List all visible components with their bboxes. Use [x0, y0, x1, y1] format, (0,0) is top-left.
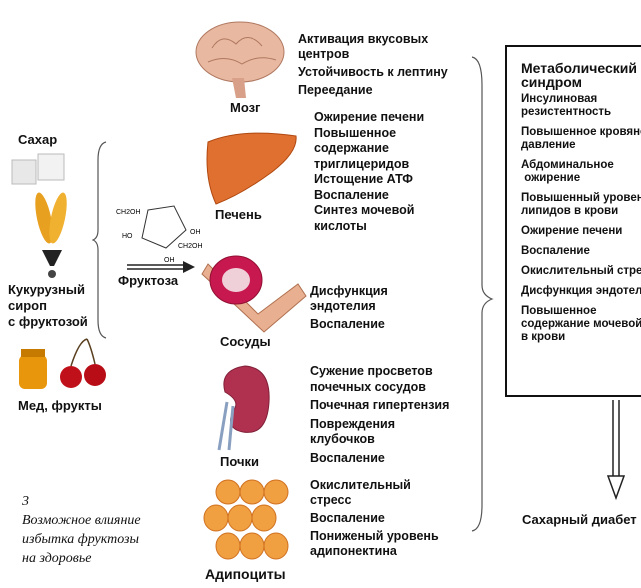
svg-text:CH2OH: CH2OH: [178, 243, 203, 250]
liver-effect: Истощение АТФ: [314, 172, 413, 186]
adipocytes-effect: Пониженый уровень: [310, 529, 439, 543]
kidney-effect: Почечная гипертензия: [310, 398, 450, 412]
vessels-effect: эндотелия: [310, 299, 376, 313]
syndrome-item: Абдоминальное ожирение: [521, 159, 614, 184]
corn-syrup-label-2: сироп: [8, 298, 47, 313]
syndrome-title-2: синдром: [521, 74, 583, 90]
svg-text:OH: OH: [190, 229, 201, 236]
diabetes-label: Сахарный диабет: [522, 512, 637, 527]
adipocytes-effect: Воспаление: [310, 511, 385, 525]
syndrome-item: Инсулиновая резистентность: [521, 93, 612, 118]
kidney-icon: [217, 365, 270, 451]
syndrome-item: Повышенное содержание мочевой кислоты в …: [521, 305, 641, 343]
fructose-molecule-icon: CH2OH HO OH OH CH2OH: [116, 205, 203, 264]
adipocytes-effect: стресс: [310, 493, 352, 507]
liver-effect: Ожирение печени: [314, 110, 425, 124]
brain-effect: Активация вкусовых: [298, 32, 429, 46]
brain-effect: Устойчивость к лептину: [298, 65, 448, 79]
sugar-cubes-icon: [11, 153, 65, 185]
liver-effect: содержание: [314, 141, 389, 155]
liver-effect: кислоты: [314, 218, 367, 233]
syndrome-item: Окислительный стресс: [521, 265, 641, 277]
syndrome-item: Дисфункция эндотелия: [521, 285, 641, 297]
kidney-effect: клубочков: [310, 432, 375, 446]
organ-label-kidney: Почки: [220, 454, 260, 469]
down-arrow-icon: [606, 400, 626, 500]
honey-fruits-icon: [19, 338, 106, 389]
syndrome-item: Повышенный уровень липидов в крови: [521, 192, 641, 217]
liver-effect: Повышенное: [314, 125, 397, 140]
liver-effect: триглицеридов: [314, 156, 410, 171]
adipocytes-effect: Окислительный: [310, 478, 411, 492]
kidney-effect: Повреждения: [310, 416, 396, 431]
figure-number: 3: [22, 494, 29, 509]
caption-line: на здоровье: [22, 551, 92, 566]
kidney-effect: почечных сосудов: [310, 379, 426, 394]
syndrome-title-1: Метаболический: [521, 60, 637, 76]
adipocytes-icon: [203, 479, 289, 560]
sources-bracket: [92, 141, 107, 339]
syndrome-item: Повышенное кровяное давление: [521, 126, 641, 151]
syndrome-item: Воспаление: [521, 245, 590, 257]
brain-icon: [195, 21, 285, 98]
honey-fruits-label: Мед, фрукты: [18, 398, 102, 413]
liver-effect: Воспаление: [314, 187, 389, 202]
sugar-label: Сахар: [18, 132, 58, 147]
organ-label-brain: Мозг: [230, 100, 261, 115]
svg-text:OH: OH: [164, 257, 175, 264]
svg-text:CH2OH: CH2OH: [116, 209, 141, 216]
caption-line: избытка фруктозы: [22, 532, 139, 547]
vessels-effect: Воспаление: [310, 317, 385, 331]
blood-vessels-icon: [201, 255, 307, 333]
metabolic-syndrome-box: Метаболический синдром Инсулиновая резис…: [505, 45, 641, 397]
effects-bracket: [471, 56, 494, 532]
kidney-effect: Воспаление: [310, 450, 385, 465]
liver-effect: Синтез мочевой: [314, 203, 415, 217]
corn-syrup-label-3: с фруктозой: [8, 314, 88, 329]
liver-icon: [206, 132, 297, 205]
organ-label-adipocytes: Адипоциты: [205, 566, 286, 582]
corn-icon: [35, 192, 67, 278]
brain-effect: Переедание: [298, 83, 373, 97]
brain-effect: центров: [298, 47, 350, 61]
organ-label-vessels: Сосуды: [220, 334, 271, 349]
kidney-effect: Сужение просветов: [310, 364, 433, 378]
vessels-effect: Дисфункция: [310, 284, 388, 298]
corn-syrup-label-1: Кукурузный: [8, 282, 85, 297]
svg-text:HO: HO: [122, 233, 133, 240]
adipocytes-effect: адипонектина: [310, 544, 397, 558]
caption-line: Возможное влияние: [22, 513, 141, 528]
syndrome-item: Ожирение печени: [521, 225, 623, 237]
fructose-label: Фруктоза: [118, 273, 179, 288]
fructose-arrow-icon: [127, 261, 195, 273]
organ-label-liver: Печень: [215, 207, 262, 222]
